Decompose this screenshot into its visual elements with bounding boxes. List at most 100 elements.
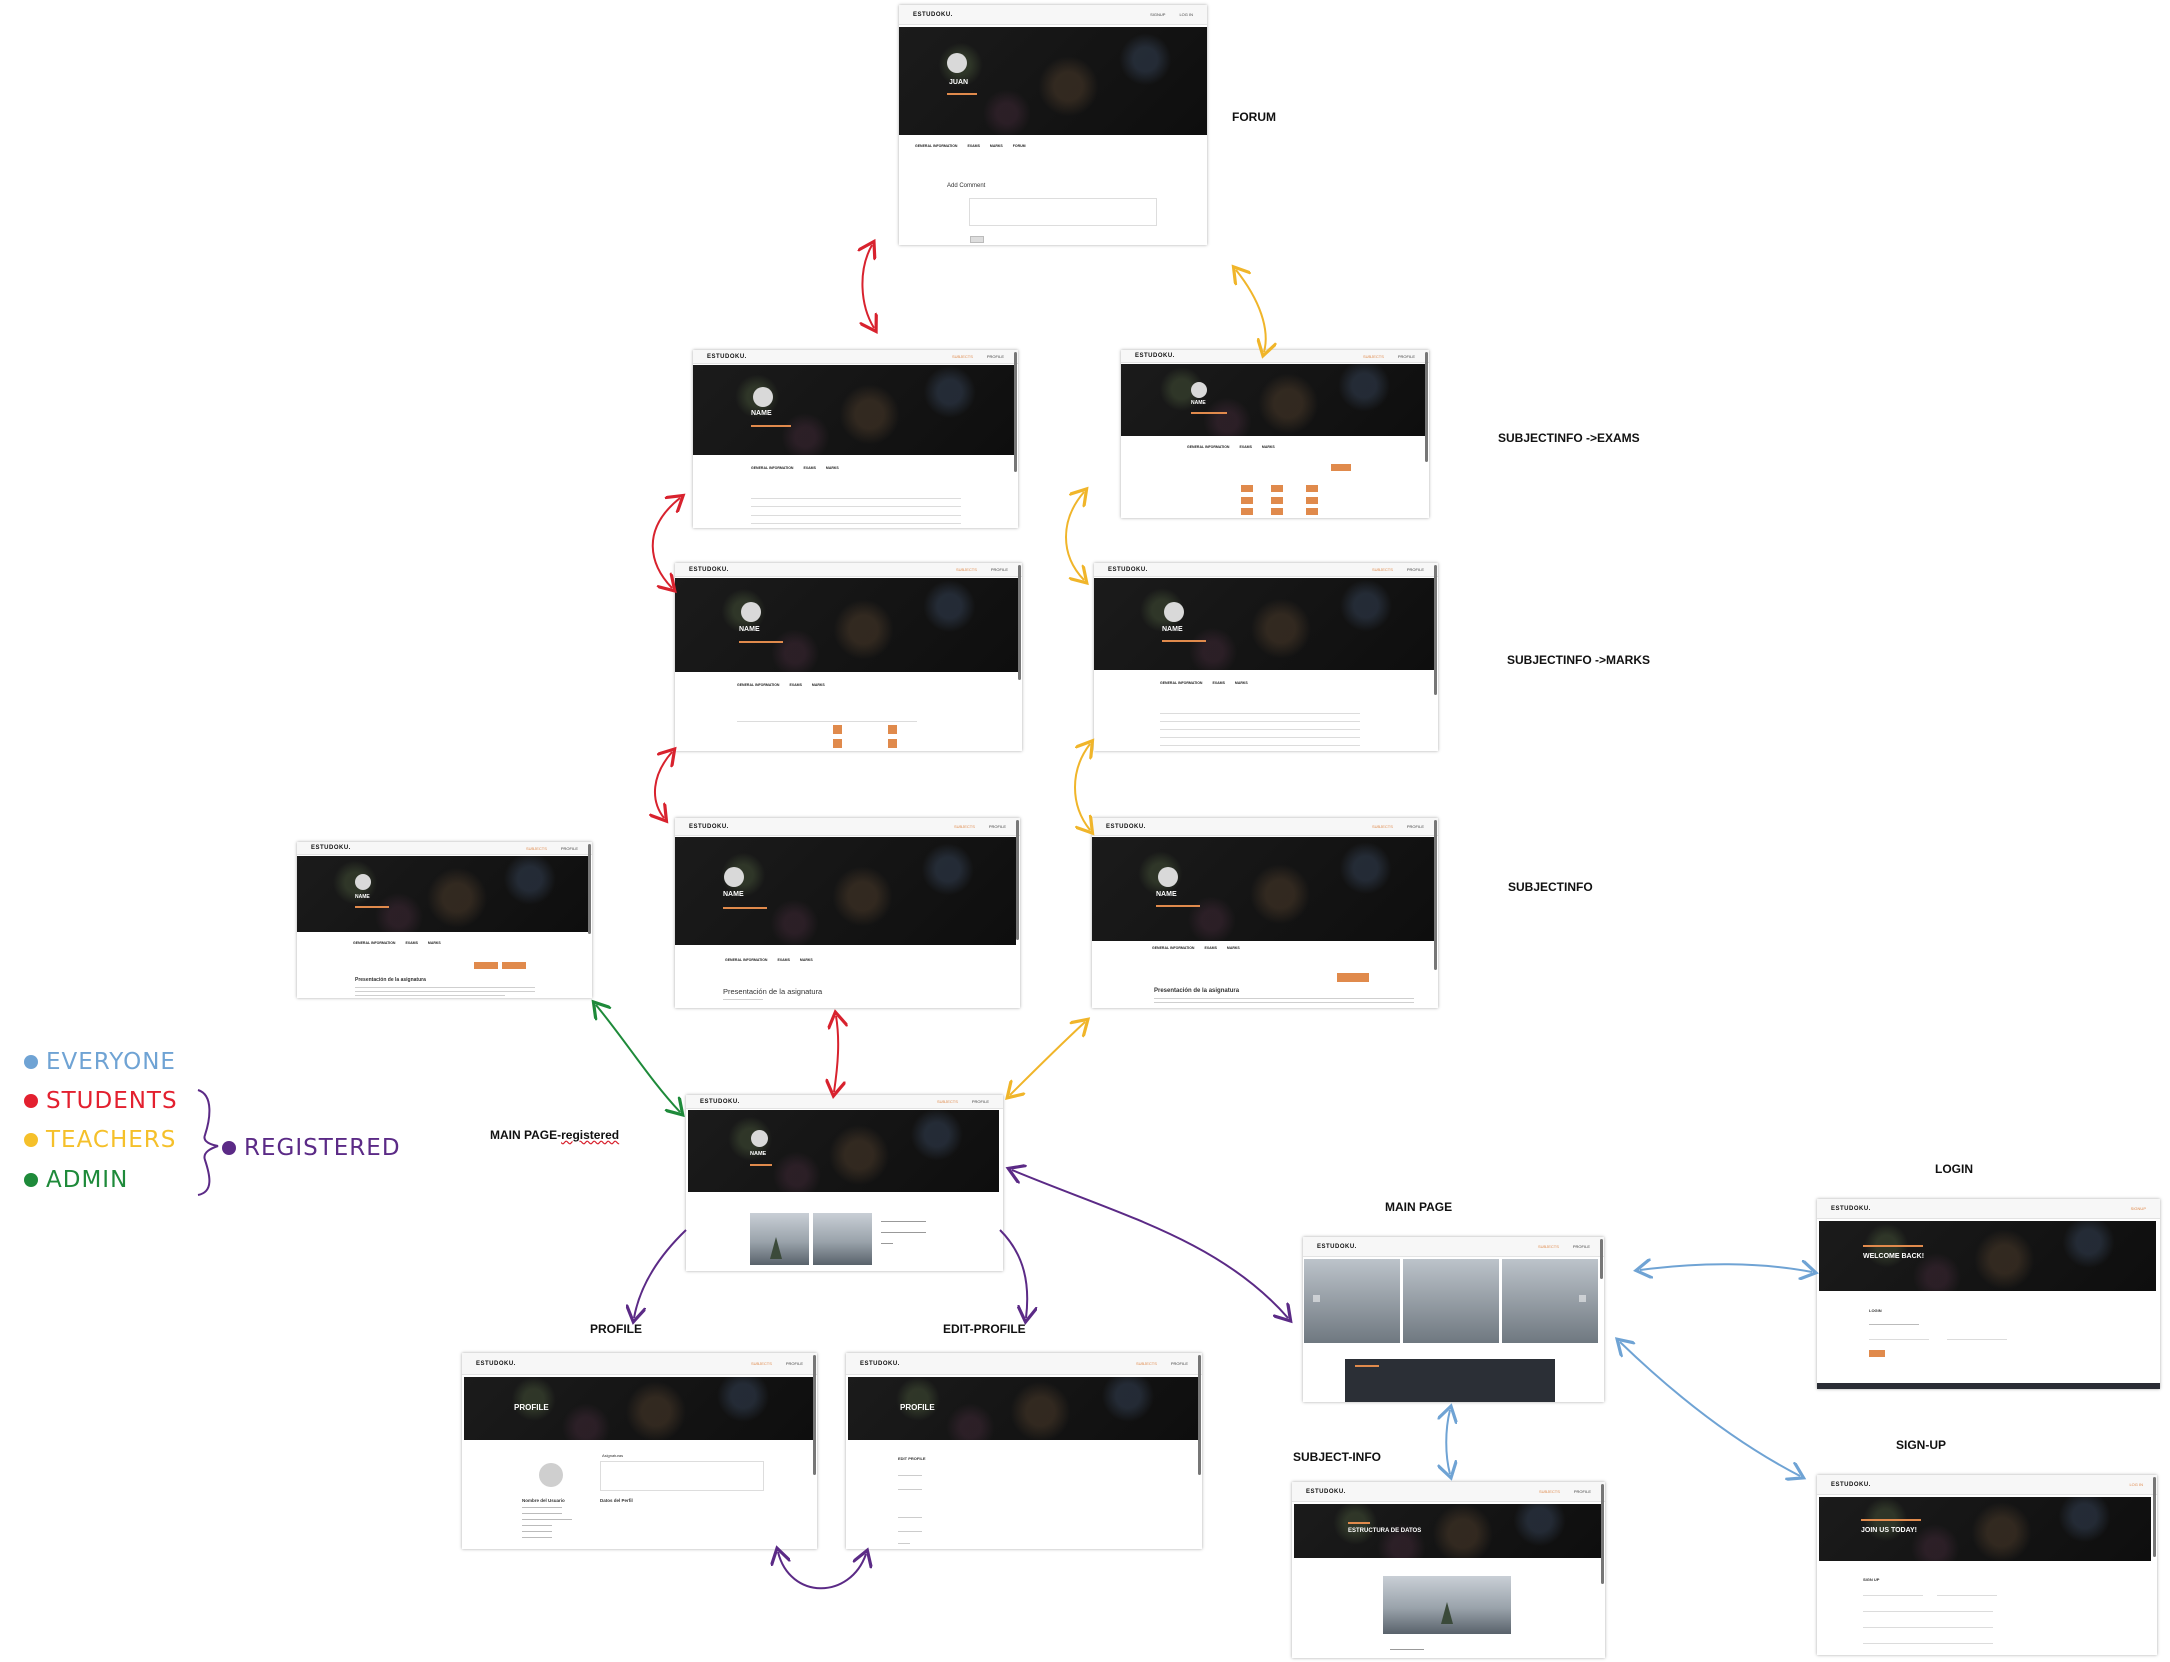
nav-subjects[interactable]: SUBJECTS bbox=[1362, 353, 1384, 359]
tab-exams[interactable]: EXAMS bbox=[777, 958, 790, 962]
scrollbar[interactable] bbox=[588, 844, 591, 934]
nav-subjects[interactable]: SUBJECTS bbox=[1538, 1489, 1560, 1494]
add-exam-button[interactable] bbox=[1331, 464, 1351, 471]
tab-marks[interactable]: MARKS bbox=[1234, 681, 1248, 685]
nav-profile[interactable]: PROFILE bbox=[785, 1361, 803, 1366]
scrollbar[interactable] bbox=[1014, 352, 1017, 472]
mark-button[interactable] bbox=[888, 725, 897, 734]
exam-action-button[interactable] bbox=[1271, 485, 1283, 492]
tab-marks[interactable]: MARKS bbox=[811, 683, 825, 687]
tab-exams[interactable]: EXAMS bbox=[803, 466, 816, 470]
tab-general[interactable]: GENERAL INFORMATION bbox=[725, 958, 768, 962]
tab-marks[interactable]: MARKS bbox=[825, 466, 839, 470]
nav-profile[interactable]: PROFILE bbox=[1406, 567, 1424, 572]
signup-field[interactable] bbox=[1937, 1595, 1997, 1596]
nav-profile[interactable]: PROFILE bbox=[971, 1099, 989, 1104]
send-button[interactable] bbox=[970, 236, 984, 243]
scrollbar[interactable] bbox=[1600, 1239, 1603, 1279]
nav-profile[interactable]: PROFILE bbox=[986, 354, 1004, 359]
carousel-slide[interactable] bbox=[1403, 1259, 1499, 1343]
tab-general[interactable]: GENERAL INFORMATION bbox=[1160, 681, 1203, 685]
nav-subjects[interactable]: SUBJECTS bbox=[750, 1361, 772, 1366]
tab-exams[interactable]: EXAMS bbox=[789, 683, 802, 687]
password-field[interactable] bbox=[1947, 1339, 2007, 1340]
nav-profile[interactable]: PROFILE bbox=[1170, 1361, 1188, 1366]
mark-button[interactable] bbox=[833, 739, 842, 748]
form-field[interactable] bbox=[898, 1543, 910, 1544]
mark-button[interactable] bbox=[888, 739, 897, 748]
scrollbar[interactable] bbox=[2153, 1477, 2156, 1557]
exam-action-button[interactable] bbox=[1306, 508, 1318, 515]
tab-general[interactable]: GENERAL INFORMATION bbox=[737, 683, 780, 687]
exam-action-button[interactable] bbox=[1241, 485, 1253, 492]
login-button[interactable] bbox=[1869, 1350, 1885, 1357]
scrollbar[interactable] bbox=[1425, 352, 1428, 462]
nav-signup[interactable]: SIGNUP bbox=[1150, 12, 1166, 17]
nav-profile[interactable]: PROFILE bbox=[988, 824, 1006, 829]
tab-exams[interactable]: EXAMS bbox=[1204, 946, 1217, 950]
nav-profile[interactable]: PROFILE bbox=[1397, 353, 1415, 359]
nav-subjects[interactable]: SUBJECTS bbox=[955, 567, 977, 572]
scrollbar[interactable] bbox=[1016, 820, 1019, 940]
nav-subjects[interactable]: SUBJECTS bbox=[1135, 1361, 1157, 1366]
form-field[interactable] bbox=[898, 1489, 922, 1490]
tab-marks[interactable]: MARKS bbox=[1226, 946, 1240, 950]
nav-profile[interactable]: PROFILE bbox=[1406, 824, 1424, 829]
tab-marks[interactable]: MARKS bbox=[799, 958, 813, 962]
scrollbar[interactable] bbox=[1601, 1484, 1604, 1584]
delete-subject-button[interactable] bbox=[502, 962, 526, 969]
nav-subjects[interactable]: SUBJECTS bbox=[936, 1099, 958, 1104]
edit-subject-button[interactable] bbox=[474, 962, 498, 969]
scrollbar[interactable] bbox=[813, 1355, 816, 1475]
tab-general[interactable]: GENERAL INFORMATION bbox=[751, 466, 794, 470]
scrollbar[interactable] bbox=[1018, 565, 1021, 680]
signup-field[interactable] bbox=[1863, 1643, 1993, 1644]
tab-marks[interactable]: MARKS bbox=[989, 144, 1003, 148]
tab-exams[interactable]: EXAMS bbox=[1212, 681, 1225, 685]
carousel-next-icon[interactable] bbox=[1579, 1295, 1586, 1302]
nav-subjects[interactable]: SUBJECTS bbox=[1371, 824, 1393, 829]
nav-login[interactable]: LOG IN bbox=[2129, 1482, 2143, 1487]
edit-subject-button[interactable] bbox=[1337, 973, 1369, 982]
tab-forum[interactable]: FORUM bbox=[1012, 144, 1026, 148]
scrollbar[interactable] bbox=[1434, 565, 1437, 695]
nav-login[interactable]: LOG IN bbox=[1179, 12, 1193, 17]
nav-profile[interactable]: PROFILE bbox=[1572, 1244, 1590, 1249]
form-field[interactable] bbox=[898, 1517, 922, 1518]
exam-action-button[interactable] bbox=[1306, 497, 1318, 504]
nav-profile[interactable]: PROFILE bbox=[1573, 1489, 1591, 1494]
subject-thumbnail[interactable] bbox=[750, 1213, 809, 1265]
nav-signup[interactable]: SIGNUP bbox=[2130, 1206, 2146, 1211]
tab-marks[interactable]: MARKS bbox=[427, 941, 441, 945]
nav-profile[interactable]: PROFILE bbox=[560, 845, 578, 851]
nav-profile[interactable]: PROFILE bbox=[990, 567, 1008, 572]
signup-field[interactable] bbox=[1863, 1611, 1993, 1612]
nav-subjects[interactable]: SUBJECTS bbox=[1371, 567, 1393, 572]
username-field[interactable] bbox=[1869, 1339, 1929, 1340]
exam-action-button[interactable] bbox=[1271, 497, 1283, 504]
tab-general[interactable]: GENERAL INFORMATION bbox=[353, 941, 396, 945]
tab-exams[interactable]: EXAMS bbox=[1239, 445, 1252, 449]
subject-thumbnail[interactable] bbox=[813, 1213, 872, 1265]
tab-marks[interactable]: MARKS bbox=[1261, 445, 1275, 449]
exam-action-button[interactable] bbox=[1241, 508, 1253, 515]
nav-subjects[interactable]: SUBJECTS bbox=[951, 354, 973, 359]
signup-field[interactable] bbox=[1863, 1595, 1923, 1596]
nav-subjects[interactable]: SUBJECTS bbox=[1537, 1244, 1559, 1249]
exam-action-button[interactable] bbox=[1306, 485, 1318, 492]
signup-field[interactable] bbox=[1863, 1627, 1993, 1628]
exam-action-button[interactable] bbox=[1271, 508, 1283, 515]
tab-general[interactable]: GENERAL INFORMATION bbox=[1187, 445, 1230, 449]
exam-action-button[interactable] bbox=[1241, 497, 1253, 504]
scrollbar[interactable] bbox=[1198, 1355, 1201, 1475]
nav-subjects[interactable]: SUBJECTS bbox=[525, 845, 547, 851]
nav-subjects[interactable]: SUBJECTS bbox=[953, 824, 975, 829]
form-field[interactable] bbox=[898, 1475, 922, 1476]
carousel-prev-icon[interactable] bbox=[1313, 1295, 1320, 1302]
comment-textarea[interactable] bbox=[969, 198, 1157, 226]
tab-general[interactable]: GENERAL INFORMATION bbox=[1152, 946, 1195, 950]
scrollbar[interactable] bbox=[1434, 820, 1437, 970]
mark-button[interactable] bbox=[833, 725, 842, 734]
form-field[interactable] bbox=[898, 1531, 922, 1532]
tab-exams[interactable]: EXAMS bbox=[405, 941, 418, 945]
